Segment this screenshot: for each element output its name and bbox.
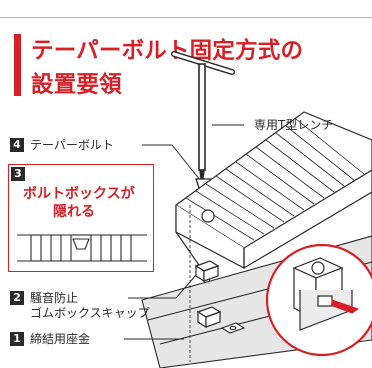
cap-on-beam-icon xyxy=(196,306,222,329)
bolt-hole xyxy=(201,209,215,223)
cap-leader xyxy=(128,274,197,299)
bolt-leader xyxy=(142,144,201,181)
cap-label-line-2: ゴムボックスキャップ xyxy=(30,306,150,320)
rubber-cap-icon xyxy=(194,260,220,283)
bolt-label: テーパーボルト xyxy=(30,138,114,152)
zoom-arrow-icon xyxy=(331,299,360,314)
top-rule xyxy=(0,17,372,18)
boltbox-text-line-2: 隠れる xyxy=(53,204,95,220)
boltbox-section-illustration xyxy=(17,234,147,262)
washer-icon xyxy=(220,322,246,334)
title-line-1: テーパーボルト固定方式の xyxy=(31,38,304,64)
title-line-2: 設置要領 xyxy=(31,72,122,98)
grating-bars xyxy=(185,118,365,241)
zoom-detail xyxy=(292,257,353,331)
boltbox-callout: 3 ボルトボックスが 隠れる xyxy=(8,164,154,272)
title-accent-bar xyxy=(14,34,21,96)
washer-label: 締結用座金 xyxy=(30,332,91,346)
wrench-label: 専用T型レンチ xyxy=(254,118,334,132)
cap-number-badge: 2 xyxy=(10,291,24,305)
cap-label-line-1: 騒音防止 xyxy=(30,291,79,305)
t-wrench-icon xyxy=(171,51,235,186)
boltbox-text-line-1: ボルトボックスが xyxy=(23,186,135,202)
boltbox-number-badge: 3 xyxy=(11,167,25,181)
bolt-number-badge: 4 xyxy=(10,138,24,152)
washer-number-badge: 1 xyxy=(10,332,24,346)
